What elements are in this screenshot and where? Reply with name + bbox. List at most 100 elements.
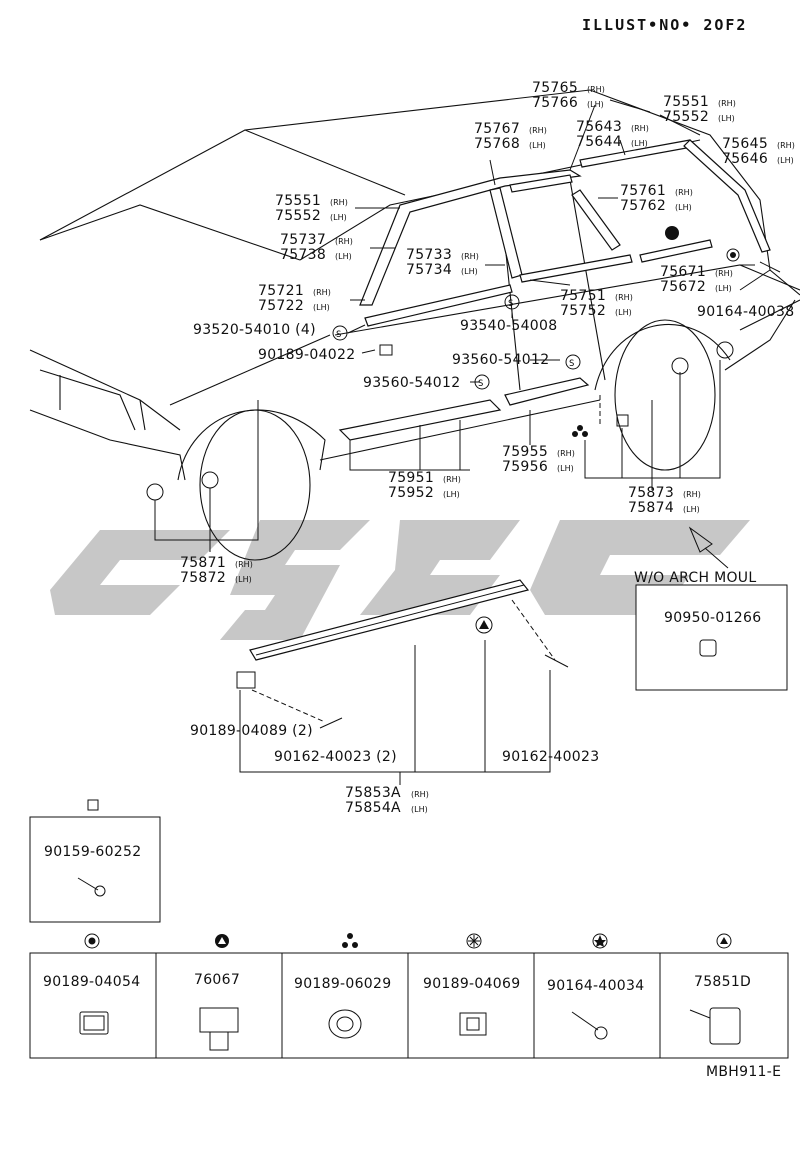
- svg-text:(RH): (RH): [615, 293, 633, 302]
- legend-part-number: 90164-40034: [547, 978, 644, 994]
- part-number: 75871: [180, 555, 226, 571]
- side-moldings: [249, 377, 590, 661]
- part-number: 75733: [406, 247, 452, 263]
- part-number: 75734: [406, 262, 452, 278]
- symbol-legend-table: 90189-04054 76067 90189-06029 90189-0406…: [29, 933, 789, 1059]
- screw-icon: [319, 717, 343, 729]
- svg-text:(LH): (LH): [461, 267, 478, 276]
- part-number: 75737: [280, 232, 326, 248]
- clip-s-icon: S: [569, 359, 574, 369]
- screw-icon: [77, 877, 99, 891]
- svg-text:(RH): (RH): [330, 198, 348, 207]
- svg-text:(RH): (RH): [675, 188, 693, 197]
- square-icon: [87, 799, 99, 811]
- svg-text:(LH): (LH): [587, 100, 604, 109]
- part-number: 75752: [560, 303, 606, 319]
- part-number: 75551: [275, 193, 321, 209]
- svg-text:(RH): (RH): [411, 790, 429, 799]
- part-number: 90162-40023: [502, 749, 599, 765]
- svg-text:(RH): (RH): [443, 475, 461, 484]
- part-number: 75951: [388, 470, 434, 486]
- part-number: 75767: [474, 121, 520, 137]
- part-number: 75761: [620, 183, 666, 199]
- part-number: 75646: [722, 151, 768, 167]
- asterisk-circle-icon: [146, 483, 164, 501]
- part-number: 75738: [280, 247, 326, 263]
- screw-icon: [759, 261, 781, 273]
- square-icon: [616, 414, 629, 427]
- svg-text:(RH): (RH): [683, 490, 701, 499]
- part-number: 75672: [660, 279, 706, 295]
- svg-text:(LH): (LH): [715, 284, 732, 293]
- svg-text:(LH): (LH): [235, 575, 252, 584]
- part-number: 75643: [576, 119, 622, 135]
- clip-s-icon: S: [508, 299, 513, 309]
- illust-number: ILLUST•NO• 2OF2: [582, 16, 747, 34]
- triangle-circle-icon: [475, 616, 493, 634]
- double-circle-icon: [84, 933, 100, 949]
- star-circle-icon: [671, 357, 689, 375]
- part-number: 75645: [722, 136, 768, 152]
- legend-part-number: 76067: [194, 972, 240, 988]
- svg-text:(LH): (LH): [335, 252, 352, 261]
- wo-arch-box: 90950-01266: [635, 584, 788, 691]
- part-number: 75766: [532, 95, 578, 111]
- legend-part-number: 90189-04069: [423, 976, 520, 992]
- star-circle-icon: [201, 471, 219, 489]
- part-number: 75722: [258, 298, 304, 314]
- screw-icon: [571, 1011, 608, 1040]
- part-number: 90162-40023 (2): [274, 749, 397, 765]
- part-labels: 75765 (RH) 75766 (LH) 75551 (RH) 75552 (…: [180, 80, 795, 816]
- part-number: 75853A: [345, 785, 401, 801]
- part-number: 90189-04089 (2): [190, 723, 313, 739]
- part-number: 93560-54012: [363, 375, 460, 391]
- legend-part-number: 90189-04054: [43, 974, 140, 990]
- legend-part-number: 75851D: [694, 974, 751, 990]
- window-moldings: [359, 139, 771, 327]
- part-number: 90164-40038: [697, 304, 794, 320]
- asterisk-circle-icon: [466, 933, 482, 949]
- clip-icon: [689, 1007, 741, 1045]
- svg-text:(LH): (LH): [777, 156, 794, 165]
- clip-icon: [199, 1007, 239, 1051]
- watermark-logo: [50, 520, 750, 640]
- svg-text:(RH): (RH): [631, 124, 649, 133]
- svg-text:(RH): (RH): [718, 99, 736, 108]
- svg-text:(LH): (LH): [675, 203, 692, 212]
- clip-s-icon: S: [478, 379, 483, 389]
- screw-icon: [544, 654, 569, 668]
- part-number: 75956: [502, 459, 548, 475]
- wo-arch-label: W/O ARCH MOUL: [634, 570, 756, 586]
- part-number: 75768: [474, 136, 520, 152]
- cap-icon: [699, 639, 717, 657]
- clip-icon: [379, 344, 393, 356]
- leader-lines: [154, 99, 771, 785]
- part-number: 75765: [532, 80, 578, 96]
- svg-text:(RH): (RH): [529, 126, 547, 135]
- svg-text:(RH): (RH): [715, 269, 733, 278]
- part-number: 93540-54008: [460, 318, 557, 334]
- clip-icon: [236, 671, 256, 689]
- part-number: 75952: [388, 485, 434, 501]
- diagram-symbols: S S S S: [146, 226, 781, 729]
- part-number: 90159-60252: [44, 844, 141, 860]
- triangle-circle-icon: [665, 226, 679, 240]
- part-number: 90950-01266: [664, 610, 761, 626]
- part-number: 75552: [275, 208, 321, 224]
- clip-s-icon: S: [336, 330, 341, 340]
- svg-text:(LH): (LH): [313, 303, 330, 312]
- part-number: 75872: [180, 570, 226, 586]
- open-triangle-circle-icon: [716, 933, 732, 949]
- part-number: 75874: [628, 500, 674, 516]
- svg-text:(LH): (LH): [330, 213, 347, 222]
- part-number: 75873: [628, 485, 674, 501]
- svg-text:(RH): (RH): [587, 85, 605, 94]
- svg-text:(LH): (LH): [718, 114, 735, 123]
- svg-text:(RH): (RH): [235, 560, 253, 569]
- svg-text:(RH): (RH): [335, 237, 353, 246]
- part-number: 93560-54012: [452, 352, 549, 368]
- svg-text:(RH): (RH): [557, 449, 575, 458]
- svg-text:(LH): (LH): [615, 308, 632, 317]
- svg-text:(LH): (LH): [557, 464, 574, 473]
